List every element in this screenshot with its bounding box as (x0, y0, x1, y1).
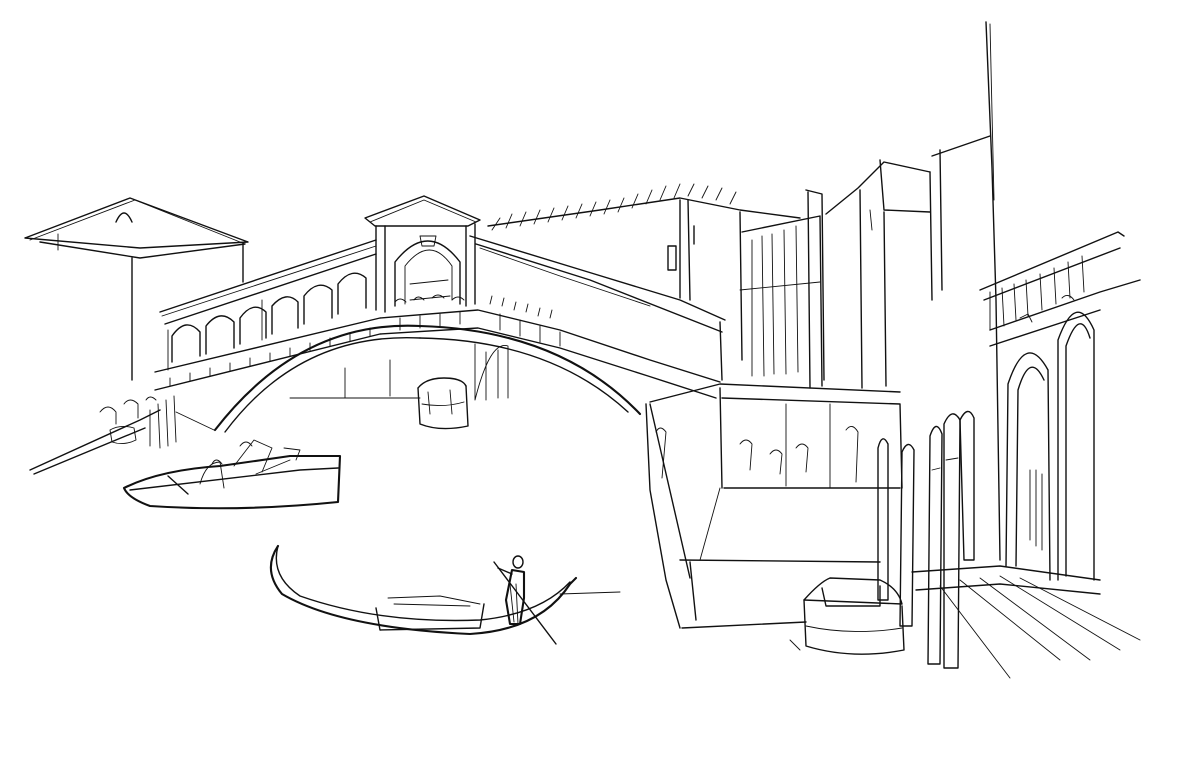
right-edge-pole (985, 21, 1001, 561)
bridge-right-roof (469, 235, 726, 381)
mooring-poles (877, 410, 975, 669)
motorboat (122, 439, 342, 510)
boat-under-bridge (417, 377, 469, 430)
bridge-balustrade (154, 294, 721, 399)
left-canal-bank (29, 395, 215, 475)
vaporetto-stop (645, 383, 903, 629)
left-building (24, 197, 249, 381)
background-palazzo (487, 183, 801, 361)
right-canal-bank (911, 565, 1141, 679)
bridge-left-arcade (159, 239, 377, 371)
bridge-portico (364, 195, 481, 313)
right-towers (739, 135, 991, 389)
bridge-arch (213, 324, 642, 433)
moored-boat-right (803, 577, 905, 655)
gondolier-figure (493, 555, 557, 645)
gondola (269, 544, 578, 636)
canal-water (559, 591, 801, 651)
right-portico (979, 231, 1141, 581)
